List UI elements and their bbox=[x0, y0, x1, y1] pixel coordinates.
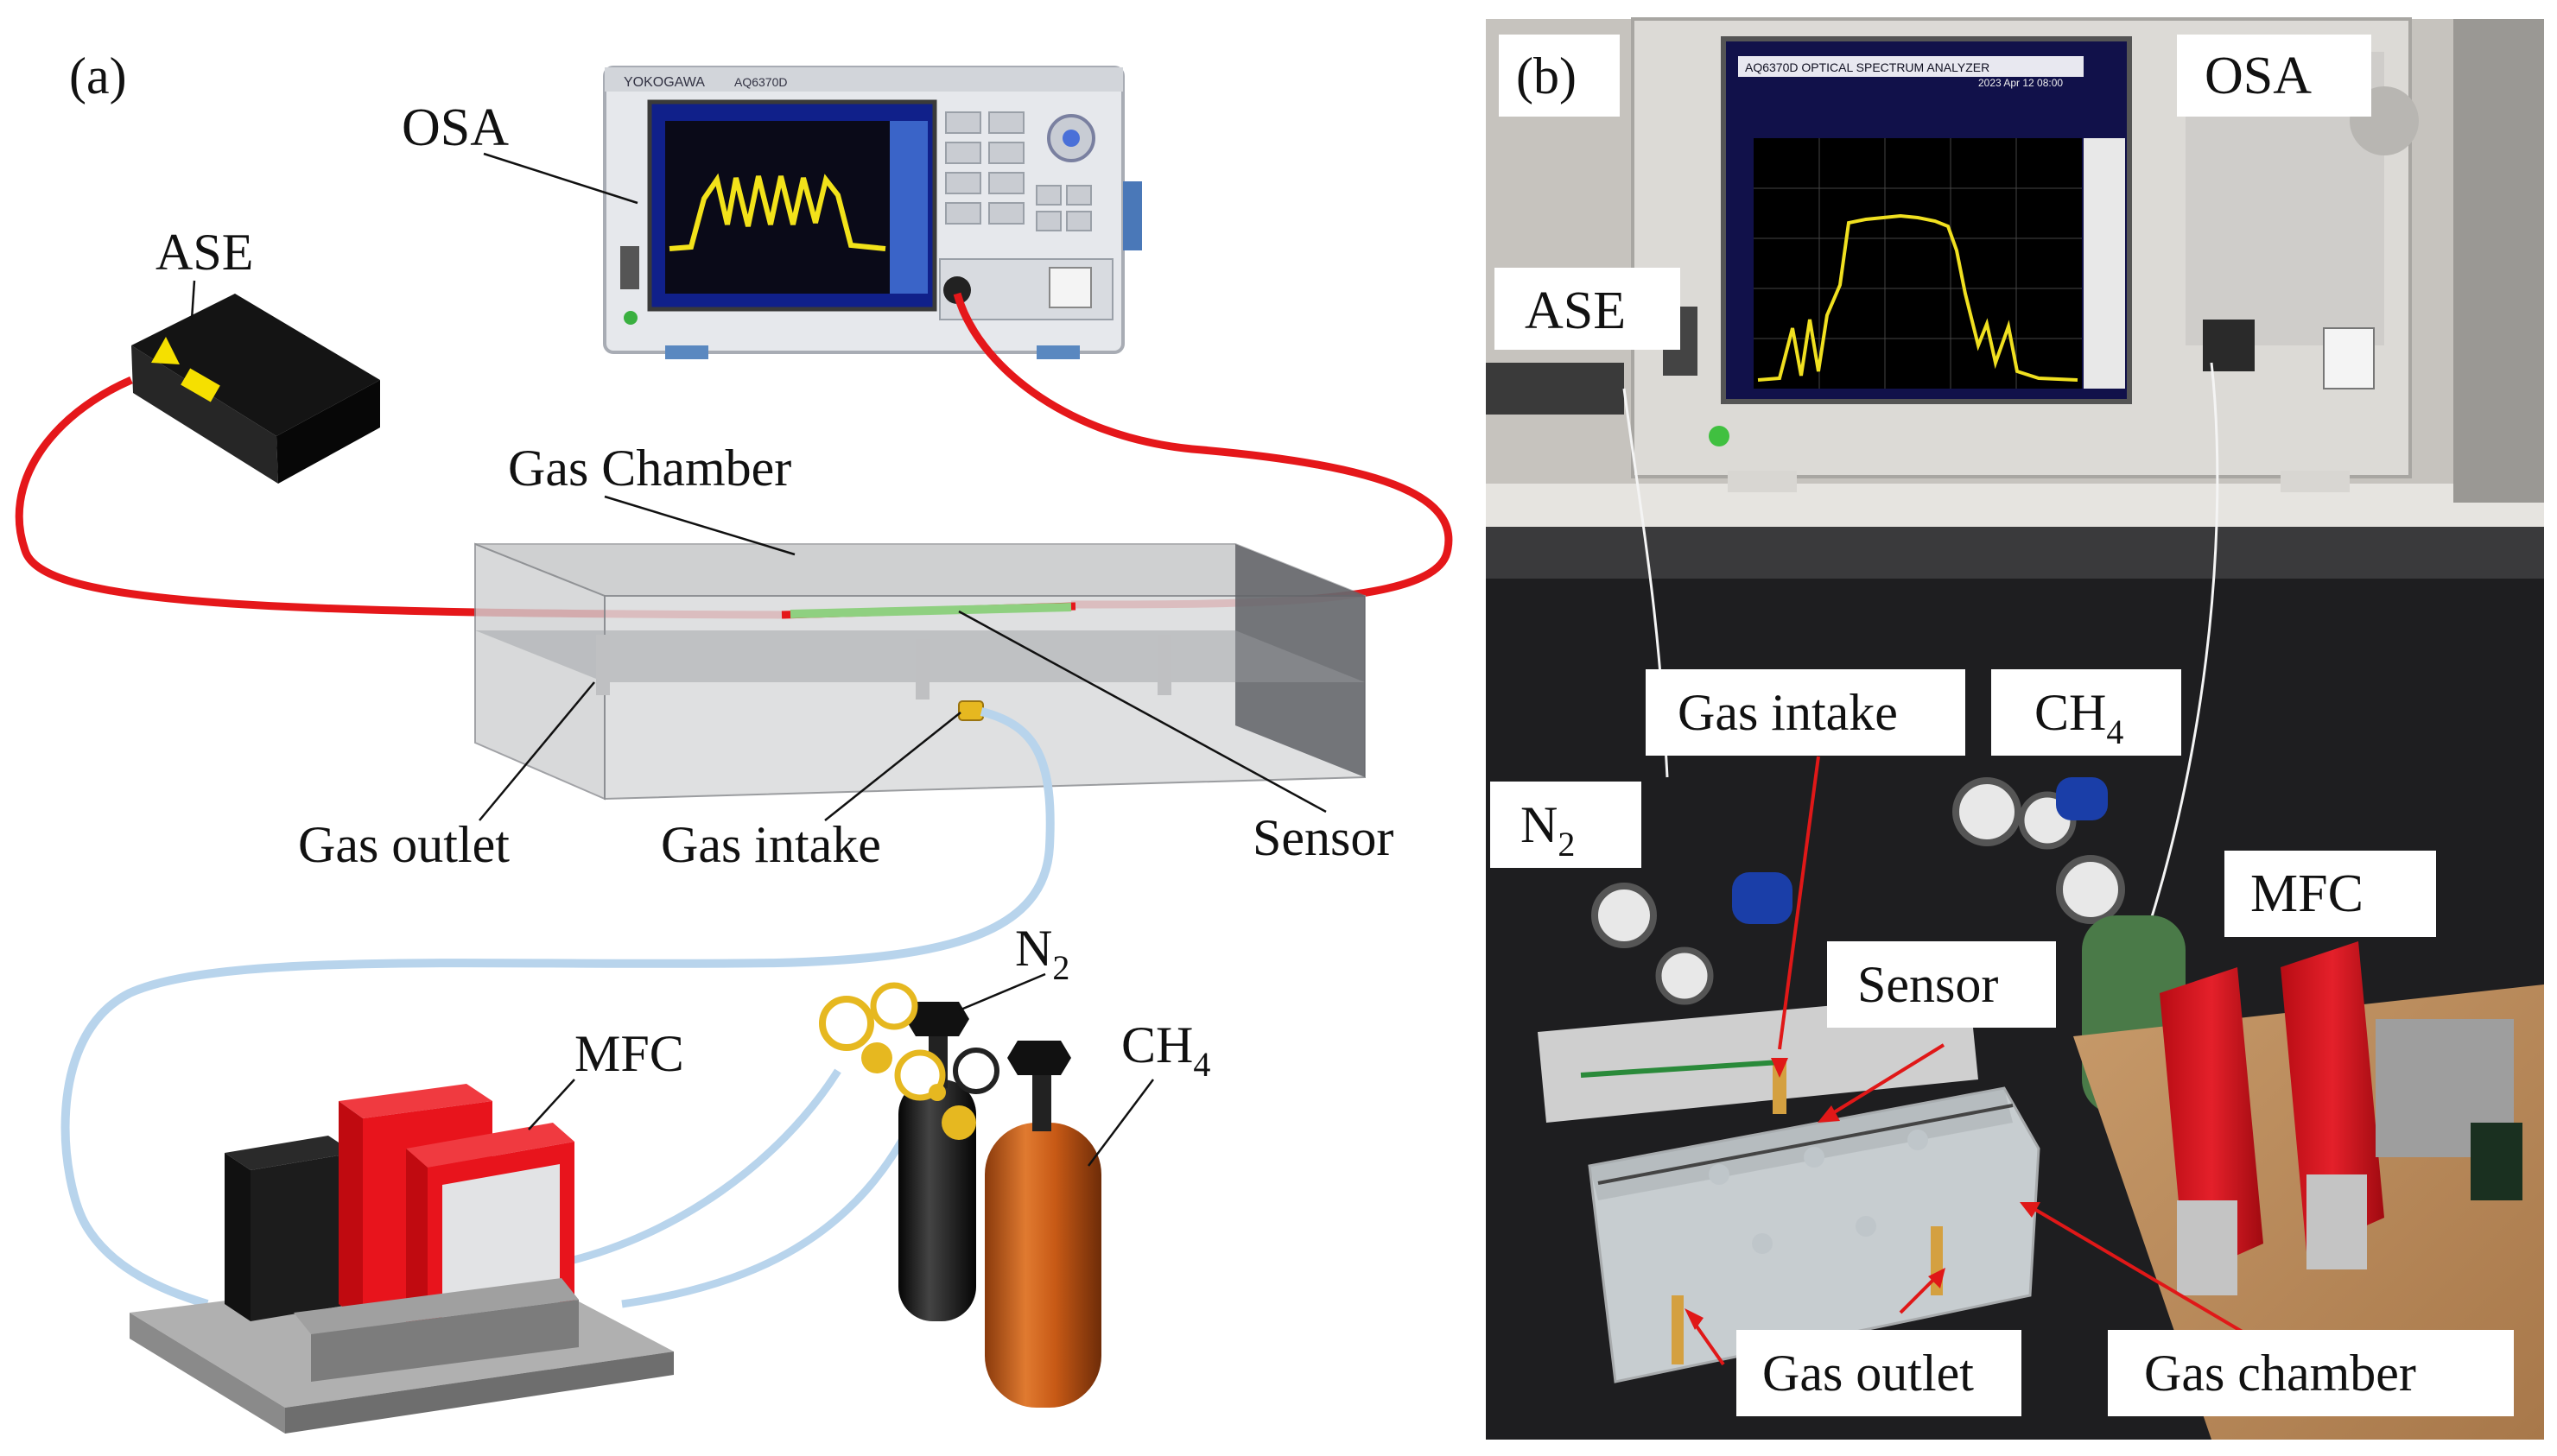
label-n2-sub: 2 bbox=[1052, 948, 1069, 987]
osa-spectrum-trace bbox=[669, 173, 886, 251]
gas-chamber-drawing bbox=[474, 542, 1366, 801]
svg-text:CH4: CH4 bbox=[2034, 684, 2123, 751]
label-n2-main: N bbox=[1015, 920, 1052, 977]
photo-label-ch4-main: CH bbox=[2034, 684, 2106, 741]
label-gas-chamber: Gas Chamber bbox=[508, 440, 791, 497]
regulator-gauges-icon bbox=[819, 982, 999, 1140]
label-mfc: MFC bbox=[574, 1025, 684, 1082]
label-gas-outlet: Gas outlet bbox=[298, 816, 510, 873]
photo-label-sensor: Sensor bbox=[1857, 956, 1998, 1013]
photo-label-ase: ASE bbox=[1525, 282, 1626, 340]
gas-intake-fitting bbox=[1773, 1062, 1786, 1114]
osa-brand-text: YOKOGAWA bbox=[624, 75, 705, 90]
ase-source-drawing bbox=[131, 294, 380, 484]
svg-text:N2: N2 bbox=[1015, 920, 1069, 987]
photo-label-ch4-sub: 4 bbox=[2106, 712, 2123, 751]
osa-instrument-drawing: YOKOGAWA AQ6370D bbox=[603, 66, 1142, 359]
svg-text:CH4: CH4 bbox=[1121, 1016, 1210, 1084]
label-ase: ASE bbox=[155, 224, 253, 281]
panel-b-labels: (b) OSA ASE Gas intake CH4 N2 MFC Sensor… bbox=[1490, 35, 2514, 1416]
photo-label-osa: OSA bbox=[2205, 47, 2312, 105]
osa-model-text: AQ6370D bbox=[734, 75, 787, 89]
gas-chamber-photo bbox=[1538, 993, 2040, 1383]
label-gas-intake: Gas intake bbox=[661, 816, 881, 873]
label-sensor: Sensor bbox=[1253, 809, 1393, 866]
mfc-photo bbox=[2160, 941, 2522, 1295]
osa-screen-date: 2023 Apr 12 08:00 bbox=[1978, 77, 2063, 89]
tube-ch4-to-mfc bbox=[621, 1129, 910, 1308]
tube-intake-to-mfc bbox=[60, 707, 1055, 1308]
photo-label-mfc: MFC bbox=[2250, 864, 2363, 923]
tube-n2-to-mfc bbox=[568, 1068, 841, 1265]
photo-label-n2-main: N bbox=[1520, 796, 1558, 853]
panel-a: (a) YOKOGAWA AQ6370D bbox=[15, 47, 1453, 1434]
mfc-drawing bbox=[130, 1084, 674, 1434]
sensor-section bbox=[790, 603, 1072, 618]
panel-a-tag: (a) bbox=[69, 47, 127, 104]
osa-screen-title: AQ6370D OPTICAL SPECTRUM ANALYZER bbox=[1745, 60, 1989, 74]
fiber-ase-to-chamber bbox=[15, 376, 787, 619]
panel-a-labels: OSA ASE Gas Chamber Gas outlet Gas intak… bbox=[155, 98, 1393, 1167]
gas-intake-connector-icon bbox=[958, 700, 984, 721]
svg-text:N2: N2 bbox=[1520, 796, 1575, 864]
label-osa: OSA bbox=[402, 98, 509, 157]
photo-label-gas-outlet: Gas outlet bbox=[1762, 1345, 1974, 1402]
photo-label-gas-chamber: Gas chamber bbox=[2144, 1345, 2416, 1402]
panel-b: AQ6370D OPTICAL SPECTRUM ANALYZER 2023 A… bbox=[1486, 17, 2544, 1440]
osa-fiber-port-icon bbox=[943, 276, 971, 304]
osa-photo-spectrum-trace bbox=[1757, 213, 2078, 382]
gas-cylinders-drawing bbox=[819, 982, 1101, 1408]
label-ch4-sub: 4 bbox=[1193, 1045, 1210, 1084]
laser-warning-icon bbox=[151, 337, 180, 364]
photo-label-gas-intake: Gas intake bbox=[1678, 684, 1898, 741]
gas-outlet-fitting-left bbox=[1672, 1295, 1684, 1364]
label-ch4-main: CH bbox=[1121, 1016, 1193, 1073]
panel-b-tag: (b) bbox=[1516, 47, 1577, 104]
photo-label-n2-sub: 2 bbox=[1558, 825, 1575, 864]
